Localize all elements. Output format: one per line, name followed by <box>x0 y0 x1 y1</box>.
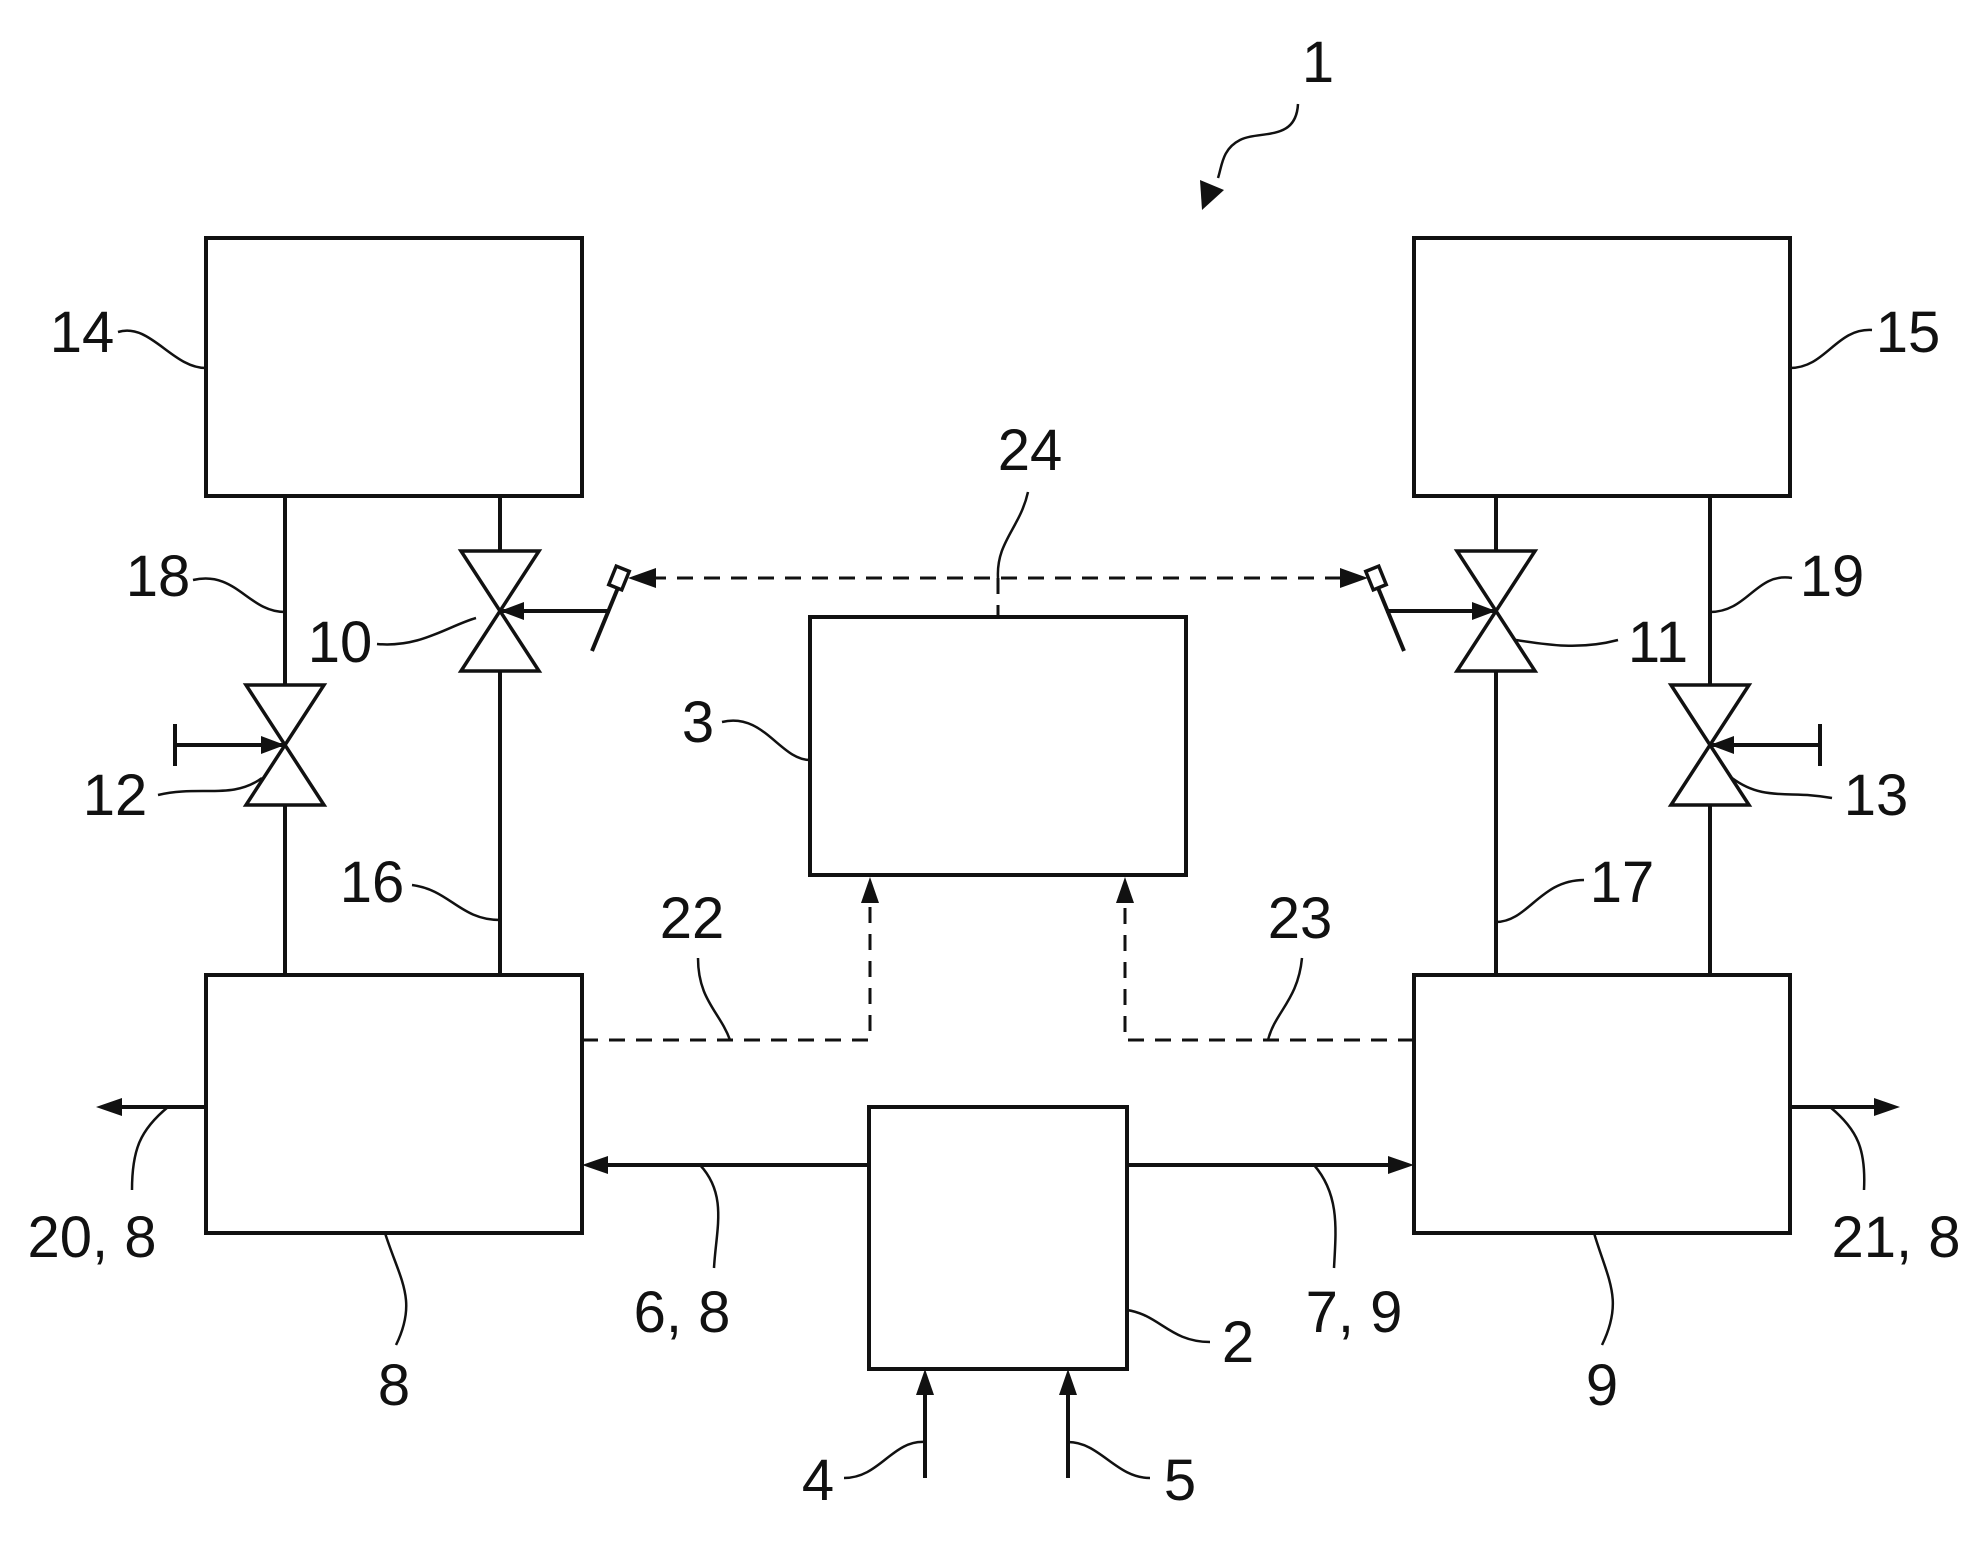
label-24: 24 <box>998 418 1063 483</box>
label-10: 10 <box>308 610 373 675</box>
label-18: 18 <box>126 544 191 609</box>
leader-14 <box>117 329 207 370</box>
label-2: 2 <box>1222 1310 1254 1375</box>
label-4: 4 <box>802 1448 834 1513</box>
leader-13 <box>1731 776 1833 800</box>
label-11: 11 <box>1628 610 1688 675</box>
leader-2 <box>1126 1308 1211 1344</box>
label-14: 14 <box>50 300 115 365</box>
leader-3 <box>721 719 811 762</box>
leader-23 <box>1266 957 1304 1041</box>
label-6: 6, 8 <box>634 1280 731 1345</box>
label-23: 23 <box>1268 886 1333 951</box>
label-7: 7, 9 <box>1306 1280 1403 1345</box>
leader-20 <box>130 1106 169 1191</box>
label-3: 3 <box>682 690 714 755</box>
input-line-5 <box>1059 1369 1077 1478</box>
leader-22 <box>696 957 732 1041</box>
leader-5 <box>1067 1440 1151 1480</box>
label-17: 17 <box>1590 850 1655 915</box>
input-line-4 <box>916 1369 934 1478</box>
leader-6 <box>699 1164 720 1269</box>
output-line-20 <box>96 1098 206 1116</box>
label-16: 16 <box>340 850 405 915</box>
label-13: 13 <box>1844 763 1909 828</box>
leader-9 <box>1592 1232 1615 1346</box>
signal-line-23 <box>1116 877 1414 1042</box>
label-15: 15 <box>1876 300 1941 365</box>
leader-17 <box>1495 878 1585 924</box>
box-15 <box>1412 236 1792 498</box>
label-1: 1 <box>1302 30 1334 95</box>
flow-line-7 <box>1127 1156 1414 1174</box>
box-2 <box>867 1105 1129 1371</box>
label-12: 12 <box>83 763 148 828</box>
box-3 <box>808 615 1188 877</box>
system-arrow-1 <box>1200 103 1300 210</box>
box-8 <box>204 973 584 1235</box>
actuator-11 <box>1372 577 1406 652</box>
label-20: 20, 8 <box>28 1205 157 1270</box>
leader-21 <box>1829 1106 1866 1191</box>
leader-15 <box>1789 328 1873 370</box>
box-14 <box>204 236 584 498</box>
signal-line-22 <box>582 877 879 1042</box>
label-19: 19 <box>1800 544 1865 609</box>
valve-13 <box>1667 683 1822 807</box>
label-22: 22 <box>660 886 725 951</box>
leader-19 <box>1709 576 1793 614</box>
leader-12 <box>157 776 263 797</box>
box-9 <box>1412 973 1792 1235</box>
leader-24 <box>996 491 1030 579</box>
output-line-21 <box>1790 1098 1900 1116</box>
signal-line-24 <box>628 568 1368 617</box>
leader-8 <box>383 1232 408 1346</box>
label-5: 5 <box>1164 1448 1196 1513</box>
valve-10 <box>457 549 632 673</box>
leader-7 <box>1313 1164 1337 1269</box>
leader-10 <box>376 616 477 646</box>
flow-line-6 <box>582 1156 869 1174</box>
leader-16 <box>411 883 501 922</box>
leader-18 <box>192 577 286 614</box>
label-9: 9 <box>1586 1353 1618 1418</box>
label-8: 8 <box>378 1353 410 1418</box>
actuator-10 <box>590 577 624 652</box>
leader-11 <box>1515 638 1619 647</box>
valve-12 <box>173 683 328 807</box>
leader-4 <box>843 1440 926 1480</box>
valve-11 <box>1363 549 1539 673</box>
label-21: 21, 8 <box>1832 1205 1961 1270</box>
